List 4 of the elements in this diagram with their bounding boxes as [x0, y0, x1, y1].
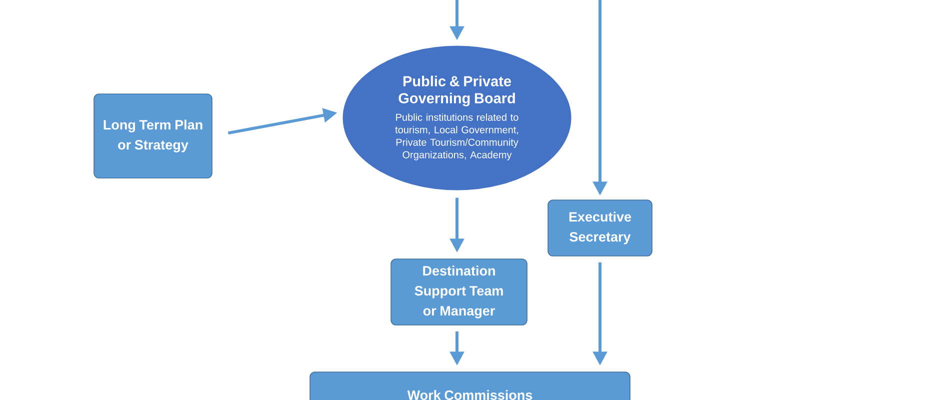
process-box: Destination Support Team or Manager — [390, 258, 528, 326]
process-box: Long Term Plan or Strategy — [94, 94, 212, 178]
process-box: Executive Secretary — [548, 200, 652, 256]
process-box: Work Commissions — [310, 372, 630, 400]
